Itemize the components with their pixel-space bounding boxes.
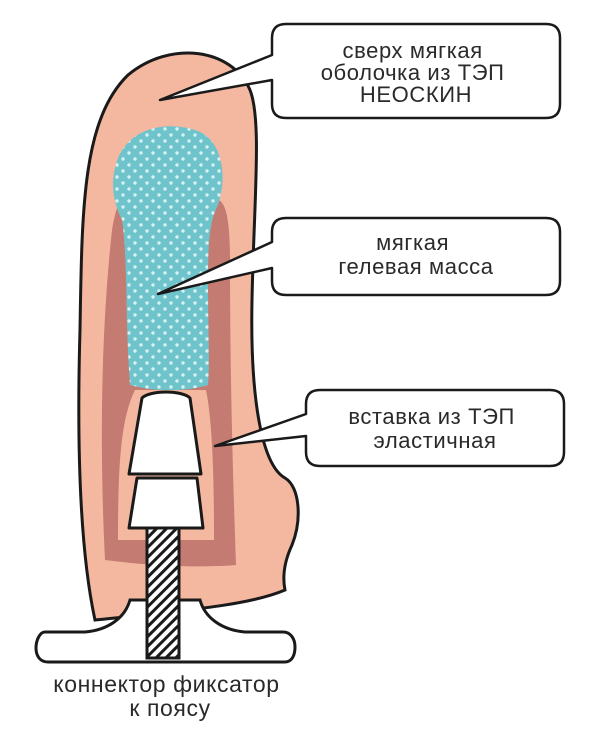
callout-gel-line-1: мягкая	[376, 230, 449, 255]
callout-gel: мягкая гелевая масса	[156, 216, 562, 297]
callout-insert-line-2: эластичная	[374, 428, 497, 453]
svg-text:сверх мягкая оболочка из: сверх мягкая оболочка из ТЭП НЕОСКИН	[321, 38, 512, 107]
connector-caption-line-1: коннектор фиксатор	[53, 671, 279, 697]
connector-caption-line-2: к поясу	[129, 695, 210, 721]
callout-shell-line-3: НЕОСКИН	[360, 82, 472, 107]
callout-gel-line-2: гелевая масса	[338, 254, 493, 279]
callout-insert-line-1: вставка из ТЭП	[348, 404, 515, 429]
callout-shell-bubble	[158, 22, 562, 120]
callout-gel-bubble	[156, 216, 562, 297]
callout-insert: вставка из ТЭП эластичная	[213, 388, 566, 468]
insert-lower-cone	[127, 476, 205, 530]
gel-mass	[113, 126, 223, 391]
connector-caption: коннектор фиксатор к поясу	[53, 671, 286, 721]
callout-shell-line-2: оболочка из ТЭП	[321, 60, 505, 85]
svg-text:вставка из ТЭП эластична: вставка из ТЭП эластичная	[348, 404, 521, 453]
svg-text:мягкая гелевая масса: мягкая гелевая масса	[338, 230, 493, 279]
callout-shell: сверх мягкая оболочка из ТЭП НЕОСКИН	[158, 22, 562, 120]
callout-insert-bubble	[213, 388, 566, 468]
threaded-rod	[145, 526, 181, 660]
insert-upper-cone	[127, 390, 203, 476]
callout-shell-line-1: сверх мягкая	[342, 38, 482, 63]
